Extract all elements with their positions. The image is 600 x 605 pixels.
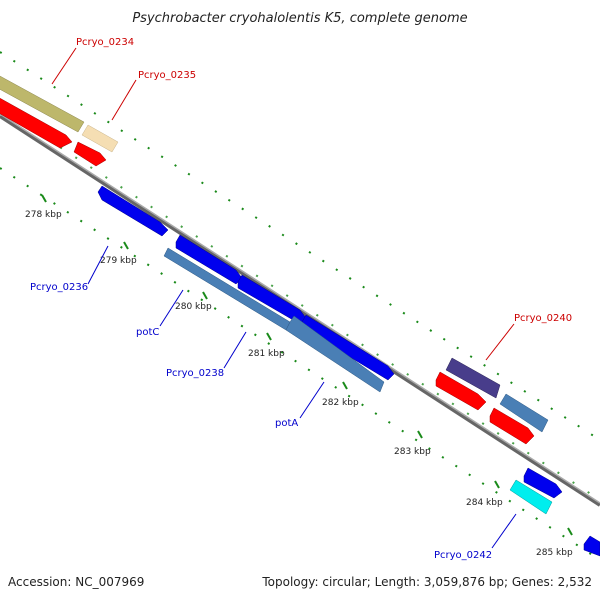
tick-279 <box>123 241 129 250</box>
gene-edge-blue[interactable] <box>583 535 600 557</box>
gene-labels: Pcryo_0234 Pcryo_0235 Pcryo_0236 potC Pc… <box>30 37 572 561</box>
gene-pcryo-0238[interactable] <box>163 247 385 393</box>
tick-labels: 278 kbp 279 kbp 280 kbp 281 kbp 282 kbp … <box>25 210 573 558</box>
gene-label-pcryo-0236[interactable]: Pcryo_0236 <box>30 282 88 293</box>
tick-285 <box>567 527 573 536</box>
outer-guide-ring <box>0 51 600 441</box>
gene-pcryo-0235[interactable] <box>81 124 119 153</box>
tick-marks <box>41 194 573 536</box>
tick-284 <box>494 480 500 489</box>
tick-281 <box>266 332 272 341</box>
gene-pcryo-0242[interactable] <box>509 479 553 515</box>
accession-text: Accession: NC_007969 <box>8 575 144 589</box>
gene-pcryo-0241[interactable] <box>499 393 549 433</box>
leader-lines <box>51 47 517 549</box>
gene-label-potc[interactable]: potC <box>136 327 159 338</box>
gene-pcryo-0235-red[interactable] <box>73 141 107 167</box>
topology-text: Topology: circular; Length: 3,059,876 bp… <box>261 575 592 589</box>
genome-backbone <box>0 113 600 507</box>
gene-label-pcryo-0242[interactable]: Pcryo_0242 <box>434 550 492 561</box>
tick-label-284: 284 kbp <box>466 498 503 508</box>
gene-label-pota[interactable]: potA <box>275 418 298 429</box>
gene-pcryo-0241-red[interactable] <box>489 407 535 445</box>
map-title: Psychrobacter cryohalolentis K5, complet… <box>132 11 467 26</box>
tick-278 <box>41 194 47 203</box>
gene-label-pcryo-0235[interactable]: Pcryo_0235 <box>138 70 196 81</box>
mid-guide-ring <box>0 167 600 561</box>
tick-283 <box>417 430 423 439</box>
gene-label-pcryo-0238[interactable]: Pcryo_0238 <box>166 368 224 379</box>
inner-guide-ring <box>0 107 600 501</box>
tick-label-285: 285 kbp <box>536 548 573 558</box>
gene-pcryo-0234[interactable] <box>0 75 85 133</box>
gene-pcryo-0242-blue[interactable] <box>523 467 563 499</box>
gene-label-pcryo-0240[interactable]: Pcryo_0240 <box>514 313 572 324</box>
gene-pcryo-0240-red[interactable] <box>435 371 487 411</box>
tick-label-281: 281 kbp <box>248 349 285 359</box>
tick-label-278: 278 kbp <box>25 210 62 220</box>
gene-pcryo-0234-red[interactable] <box>0 96 73 149</box>
gene-pcryo-0236[interactable] <box>97 185 169 237</box>
tick-label-280: 280 kbp <box>175 302 212 312</box>
tick-label-279: 279 kbp <box>100 256 137 266</box>
gene-pcryo-0240[interactable] <box>445 357 501 399</box>
tick-label-283: 283 kbp <box>394 447 431 457</box>
tick-280 <box>202 291 208 300</box>
tick-label-282: 282 kbp <box>322 398 359 408</box>
tick-282 <box>342 381 348 390</box>
gene-label-pcryo-0234[interactable]: Pcryo_0234 <box>76 37 134 48</box>
